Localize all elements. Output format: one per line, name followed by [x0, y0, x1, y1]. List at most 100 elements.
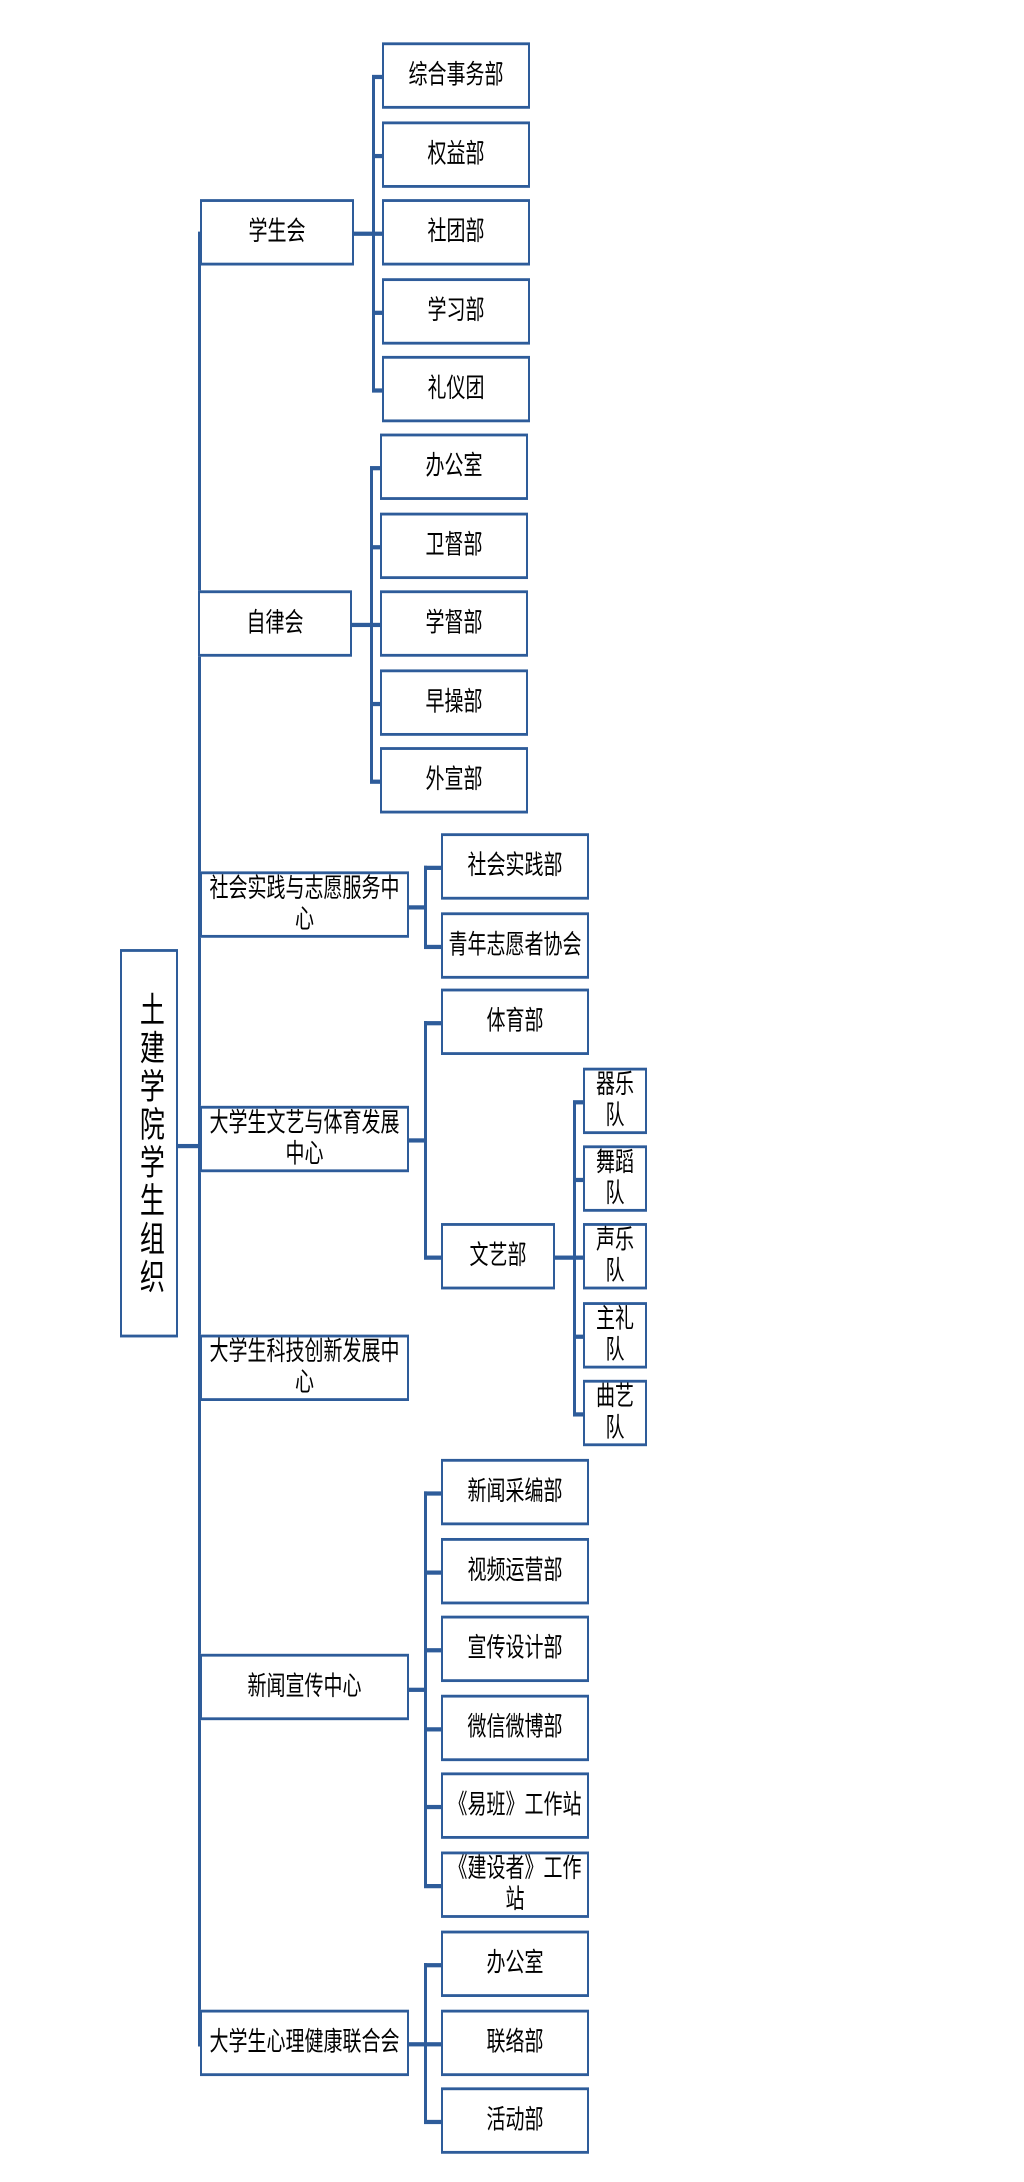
connector-to-xuedu [370, 622, 382, 628]
dept-node-shetuan[interactable]: 社团部 [382, 199, 530, 266]
dept-node-zaocao[interactable]: 早操部 [380, 669, 528, 736]
connector-to-bangongshi1 [370, 466, 382, 471]
connector-wenyibu-out [555, 1255, 575, 1260]
branch-label: 新闻宣传中心 [247, 1671, 362, 1702]
team-label: 主礼队 [595, 1304, 634, 1365]
dept-label: 卫督部 [425, 530, 483, 561]
branch-node-xinwenxuanchuan[interactable]: 新闻宣传中心 [200, 1653, 409, 1721]
dept-label: 体育部 [486, 1006, 544, 1037]
connector-shehuishijian-out [409, 905, 426, 910]
branch-node-kejichuangxin[interactable]: 大学生科技创新发展中心 [200, 1334, 409, 1401]
connector-to-bangongshi2 [424, 1963, 442, 1968]
team-node-shengyuedui[interactable]: 声乐队 [583, 1223, 647, 1290]
team-label: 舞蹈队 [595, 1147, 634, 1209]
team-node-zhulidui[interactable]: 主礼队 [583, 1302, 647, 1369]
branch-label: 大学生文艺与体育发展中心 [209, 1108, 400, 1169]
connector-wenyitiyu-out [409, 1138, 426, 1143]
dept-label: 学习部 [427, 295, 485, 326]
dept-node-bangongshi-zilv[interactable]: 办公室 [380, 433, 528, 500]
branch-node-xueshenghui[interactable]: 学生会 [200, 199, 354, 266]
connector-xinwenxuanchuan-bus [424, 1491, 427, 1885]
connector-to-lianluobu [424, 2042, 442, 2047]
dept-label: 学督部 [425, 608, 483, 638]
branch-label: 社会实践与志愿服务中心 [209, 873, 400, 935]
connector-to-waixuan [370, 779, 382, 784]
team-node-wudaodui[interactable]: 舞蹈队 [583, 1145, 647, 1212]
dept-label: 宣传设计部 [467, 1633, 563, 1664]
dept-label: 办公室 [486, 1948, 544, 1979]
connector-to-quyidui [573, 1412, 585, 1417]
connector-zilvhui-out [352, 622, 372, 628]
root-node[interactable]: 土建学院学生组织 [120, 949, 178, 1338]
dept-node-yiban-gongzuozhan[interactable]: 《易班》工作站 [441, 1772, 589, 1839]
dept-node-zonghe-shiwu[interactable]: 综合事务部 [382, 42, 530, 109]
dept-node-wenyibu[interactable]: 文艺部 [441, 1223, 555, 1290]
dept-label: 视频运营部 [467, 1555, 563, 1586]
dept-node-qingnianzhiyuanzhe[interactable]: 青年志愿者协会 [441, 912, 589, 979]
branch-node-wenyitiyu[interactable]: 大学生文艺与体育发展中心 [200, 1105, 409, 1173]
dept-node-quanyi[interactable]: 权益部 [382, 121, 530, 188]
connector-to-zonghe [372, 74, 384, 80]
connector-to-weidu [370, 545, 382, 550]
branch-label: 大学生心理健康联合会 [209, 2027, 400, 2058]
dept-label: 联络部 [486, 2027, 544, 2058]
dept-node-huodongbu[interactable]: 活动部 [441, 2087, 589, 2154]
dept-node-shipinyunying[interactable]: 视频运营部 [441, 1537, 589, 1605]
dept-node-bangongshi-xinli[interactable]: 办公室 [441, 1930, 589, 1997]
connector-wenyitiyu-bus [424, 1021, 427, 1257]
branch-node-zilvhui[interactable]: 自律会 [198, 590, 352, 657]
connector-to-xuexi [372, 310, 384, 315]
connector-to-zhulidui [573, 1334, 585, 1339]
connector-to-shengyuedui [573, 1255, 585, 1260]
connector-xinwenxuanchuan-out [409, 1687, 426, 1692]
connector-xueshenghui-out [354, 231, 374, 236]
branch-node-xinlijiankang[interactable]: 大学生心理健康联合会 [200, 2009, 409, 2077]
dept-node-xinwencaibian[interactable]: 新闻采编部 [441, 1458, 589, 1526]
dept-node-xuexi[interactable]: 学习部 [382, 278, 530, 345]
connector-to-weixinweibo [424, 1727, 442, 1732]
connector-root-stub [178, 1143, 200, 1149]
dept-label: 社团部 [427, 216, 485, 247]
dept-node-tiyubu[interactable]: 体育部 [441, 988, 589, 1055]
dept-node-xuedu[interactable]: 学督部 [380, 590, 528, 657]
branch-label: 自律会 [246, 608, 304, 638]
dept-node-lianluobu[interactable]: 联络部 [441, 2009, 589, 2077]
connector-to-liyi [372, 388, 384, 393]
dept-node-shehuishijianbu[interactable]: 社会实践部 [441, 833, 589, 900]
dept-node-xuanchuansheji[interactable]: 宣传设计部 [441, 1615, 589, 1683]
dept-node-liyi[interactable]: 礼仪团 [382, 355, 530, 423]
dept-label: 权益部 [427, 139, 485, 169]
dept-label: 《易班》工作站 [448, 1790, 582, 1820]
connector-to-xuanchuansheji [424, 1648, 442, 1653]
connector-to-huodongbu [424, 2119, 442, 2125]
dept-label: 微信微博部 [467, 1712, 563, 1743]
dept-node-weidu[interactable]: 卫督部 [380, 512, 528, 580]
connector-to-qiyuedui [573, 1100, 585, 1105]
dept-label: 社会实践部 [467, 851, 563, 881]
dept-label: 礼仪团 [427, 373, 485, 404]
team-label: 声乐队 [595, 1225, 634, 1286]
connector-to-wudaodui [573, 1177, 585, 1183]
connector-shehuishijian-bus [424, 865, 427, 948]
team-node-qiyuedui[interactable]: 器乐队 [583, 1067, 647, 1135]
connector-to-qingnianzhiyuan [424, 944, 442, 950]
team-label: 曲艺队 [595, 1382, 634, 1443]
connector-xinlijiankang-out [409, 2042, 426, 2047]
connector-to-zaocao [370, 701, 382, 707]
dept-label: 活动部 [486, 2105, 544, 2135]
dept-node-weixinweibo[interactable]: 微信微博部 [441, 1694, 589, 1762]
connector-to-shipinyunying [424, 1570, 442, 1575]
root-node-label: 土建学院学生组织 [136, 990, 164, 1296]
connector-to-jianshezhe [424, 1884, 442, 1889]
dept-label: 青年志愿者协会 [448, 930, 582, 960]
branch-node-shehuishijian[interactable]: 社会实践与志愿服务中心 [200, 871, 409, 938]
team-node-quyidui[interactable]: 曲艺队 [583, 1379, 647, 1447]
connector-to-xinwencaibian [424, 1491, 442, 1496]
dept-label: 文艺部 [469, 1240, 527, 1271]
connector-to-wenyibu [424, 1255, 442, 1260]
branch-label: 学生会 [248, 216, 306, 247]
dept-node-waixuan[interactable]: 外宣部 [380, 747, 528, 814]
dept-node-jianshezhe-gongzuozhan[interactable]: 《建设者》工作站 [441, 1851, 589, 1918]
dept-label: 新闻采编部 [467, 1476, 563, 1507]
